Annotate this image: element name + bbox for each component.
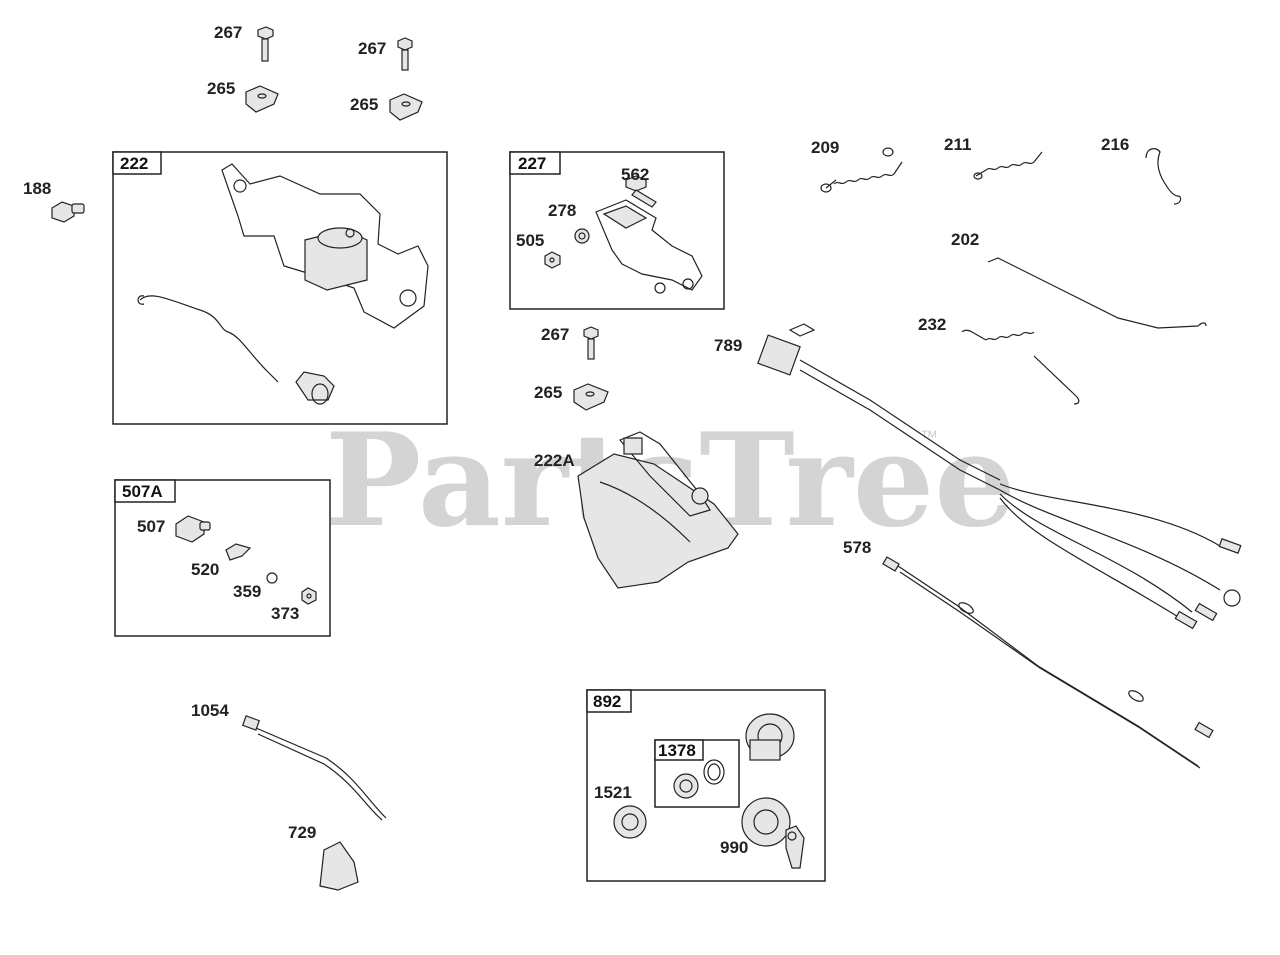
part-520-terminal[interactable] xyxy=(225,543,252,561)
group-507A-label[interactable]: 507A xyxy=(122,482,163,501)
part-209-spring[interactable] xyxy=(820,147,903,193)
label-990[interactable]: 990 xyxy=(720,838,748,857)
part-222A-throttle-plate[interactable] xyxy=(577,431,739,589)
part-1054-cable-tie[interactable] xyxy=(241,715,387,821)
label-507[interactable]: 507 xyxy=(137,517,165,536)
part-267-bolt-a[interactable] xyxy=(257,26,274,62)
part-562-bolt[interactable] xyxy=(625,175,657,208)
part-359-washer[interactable] xyxy=(266,572,278,584)
part-373-nut[interactable] xyxy=(301,587,317,605)
part-729-cover[interactable] xyxy=(319,841,359,891)
group-892-tab xyxy=(586,689,632,713)
part-222-control-bracket[interactable] xyxy=(137,163,429,405)
group-227-label[interactable]: 227 xyxy=(518,154,546,173)
label-267-c[interactable]: 267 xyxy=(541,325,569,344)
label-211[interactable]: 211 xyxy=(944,135,971,154)
part-265-clip-c[interactable] xyxy=(573,383,609,411)
label-789[interactable]: 789 xyxy=(714,336,742,355)
group-227-frame xyxy=(509,151,725,310)
part-216-rod[interactable] xyxy=(1145,148,1182,205)
group-1378-label[interactable]: 1378 xyxy=(658,741,696,760)
part-267-bolt-c[interactable] xyxy=(583,326,599,360)
part-1521-bezel[interactable] xyxy=(613,805,647,839)
label-265-b[interactable]: 265 xyxy=(350,95,378,114)
part-ignition-switch[interactable] xyxy=(745,713,795,761)
label-265-c[interactable]: 265 xyxy=(534,383,562,402)
part-202-rod[interactable] xyxy=(987,257,1207,329)
part-1378-nut-and-ring[interactable] xyxy=(673,759,725,799)
group-507A-tab xyxy=(114,479,176,503)
part-232-spring[interactable] xyxy=(961,329,1080,405)
part-227-lever-bracket[interactable] xyxy=(595,199,703,294)
label-216[interactable]: 216 xyxy=(1101,135,1129,154)
label-562[interactable]: 562 xyxy=(621,165,649,184)
group-222-frame xyxy=(112,151,448,425)
label-267-a[interactable]: 267 xyxy=(214,23,242,42)
label-729[interactable]: 729 xyxy=(288,823,316,842)
part-789-wiring-harness[interactable] xyxy=(757,323,1242,630)
part-188-nut[interactable] xyxy=(51,201,85,223)
label-222A[interactable]: 222A xyxy=(534,451,575,470)
part-578-wire[interactable] xyxy=(882,556,1214,769)
group-892-label[interactable]: 892 xyxy=(593,692,621,711)
label-578[interactable]: 578 xyxy=(843,538,871,557)
group-507A-frame xyxy=(114,479,331,637)
group-1378-tab xyxy=(654,739,704,761)
part-507-switch[interactable] xyxy=(175,515,211,543)
part-211-spring[interactable] xyxy=(973,151,1043,180)
group-222-tab xyxy=(112,151,162,175)
label-373[interactable]: 373 xyxy=(271,604,299,623)
part-278-washer[interactable] xyxy=(574,228,590,244)
label-267-b[interactable]: 267 xyxy=(358,39,386,58)
label-278[interactable]: 278 xyxy=(548,201,576,220)
label-265-a[interactable]: 265 xyxy=(207,79,235,98)
label-202[interactable]: 202 xyxy=(951,230,979,249)
label-209[interactable]: 209 xyxy=(811,138,839,157)
part-505-nut[interactable] xyxy=(544,251,561,269)
part-990-key-switch[interactable] xyxy=(741,797,805,869)
group-222-label[interactable]: 222 xyxy=(120,154,148,173)
label-1521[interactable]: 1521 xyxy=(594,783,632,802)
part-265-clip-b[interactable] xyxy=(389,93,423,121)
label-505[interactable]: 505 xyxy=(516,231,544,250)
part-265-clip-a[interactable] xyxy=(245,85,279,113)
label-520[interactable]: 520 xyxy=(191,560,219,579)
label-359[interactable]: 359 xyxy=(233,582,261,601)
label-188[interactable]: 188 xyxy=(23,179,51,198)
part-267-bolt-b[interactable] xyxy=(397,37,413,71)
label-1054[interactable]: 1054 xyxy=(191,701,229,720)
label-232[interactable]: 232 xyxy=(918,315,946,334)
group-227-tab xyxy=(509,151,561,175)
